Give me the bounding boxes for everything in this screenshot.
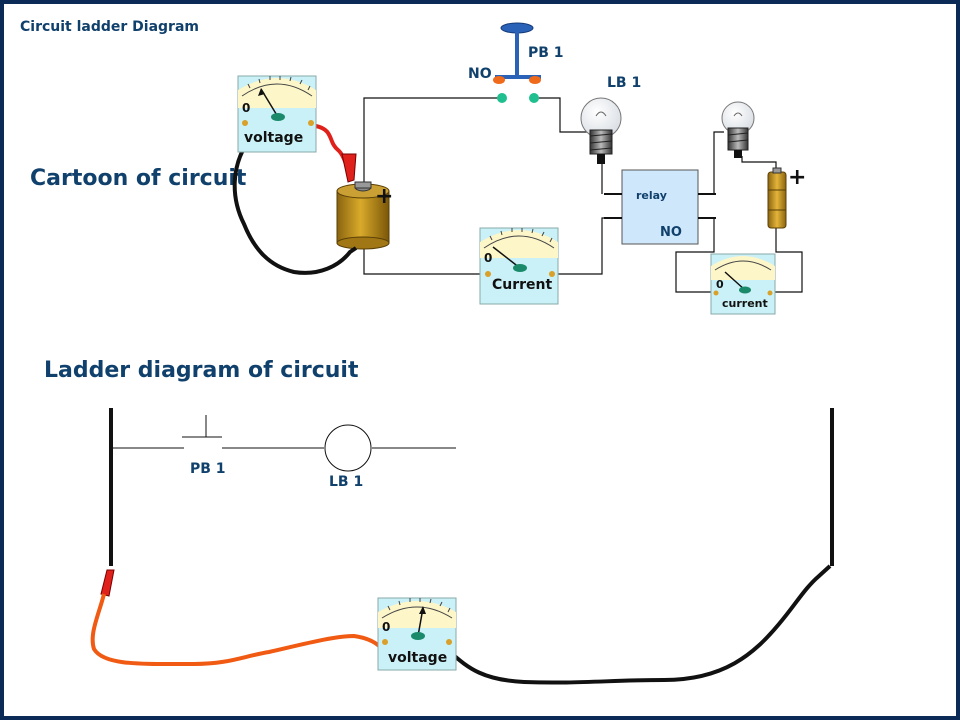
ammeter-cartoon (479, 227, 559, 305)
ladder-black-lead (448, 564, 832, 685)
red-test-lead (315, 124, 357, 183)
ladder-lb1-label: LB 1 (329, 474, 363, 490)
ammeter-secondary-label: current (722, 297, 768, 310)
lightbulb-lb1 (580, 97, 622, 164)
ladder-red-lead (90, 569, 384, 667)
ladder-rails (109, 408, 834, 566)
ladder-voltmeter (377, 597, 457, 671)
relay (604, 169, 716, 245)
cartoon-heading: Cartoon of circuit (30, 166, 247, 191)
battery (336, 181, 390, 250)
ammeter-zero-label: 0 (484, 251, 492, 265)
ammeter-secondary (710, 253, 776, 315)
relay-contact-type: NO (660, 225, 682, 240)
voltmeter-zero-label: 0 (242, 101, 250, 115)
ladder-pushbutton-symbol (182, 415, 222, 438)
relay-label: relay (636, 189, 667, 202)
ladder-voltmeter-zero-label: 0 (382, 620, 390, 634)
ammeter-label: Current (492, 277, 553, 293)
pb1-label: PB 1 (528, 45, 564, 61)
ladder-heading: Ladder diagram of circuit (44, 358, 359, 383)
circuit-diagram: Circuit ladder Diagram Cartoon of circui… (20, 19, 834, 685)
voltmeter-cartoon (237, 75, 317, 153)
pushbutton-pb1 (493, 22, 541, 103)
ammeter-secondary-zero-label: 0 (716, 278, 724, 291)
battery-cell (767, 167, 787, 229)
lb1-label: LB 1 (607, 75, 641, 91)
ladder-pb1-label: PB 1 (190, 461, 226, 477)
voltmeter-label: voltage (244, 130, 303, 146)
slide-title: Circuit ladder Diagram (20, 19, 199, 35)
ladder-voltmeter-label: voltage (388, 650, 447, 666)
ladder-lightbulb-symbol (324, 424, 372, 472)
black-test-lead (232, 124, 358, 275)
cell-plus-sign: + (788, 165, 806, 190)
pb1-contact-type: NO (468, 66, 492, 82)
lightbulb-secondary (721, 101, 755, 158)
battery-plus-sign: + (375, 184, 393, 209)
